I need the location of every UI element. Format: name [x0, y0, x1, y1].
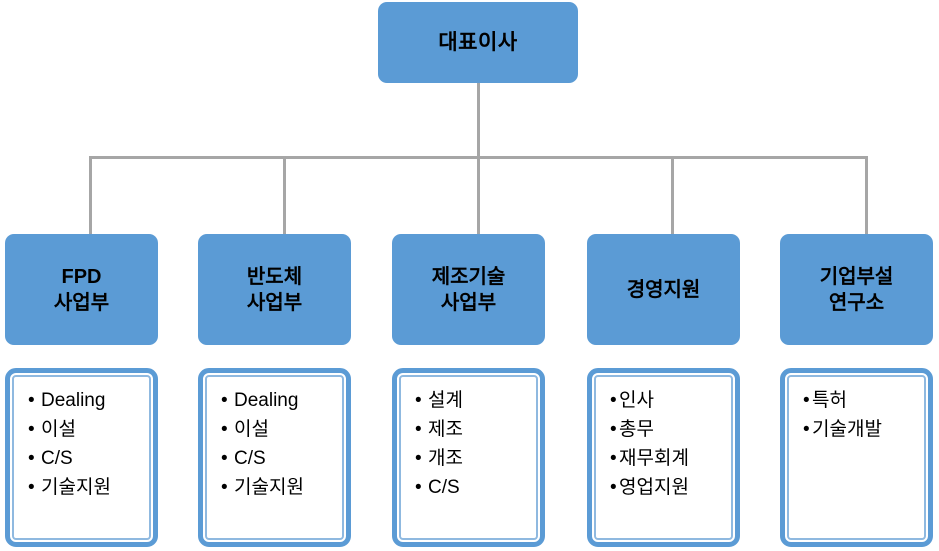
- list-item: • 설계: [401, 387, 536, 416]
- bullet-icon: •: [610, 390, 617, 411]
- detail-box-1-inner: • Dealing • 이설 • C/S • 기술지원: [12, 375, 151, 540]
- list-item: • 기술지원: [207, 474, 342, 503]
- list-item-label: 설계: [428, 390, 463, 411]
- detail-box-3-inner: • 설계 • 제조 • 개조 • C/S: [399, 375, 538, 540]
- list-item-label: C/S: [41, 447, 73, 469]
- connector-drop-1: [89, 156, 92, 234]
- list-item: • Dealing: [207, 387, 342, 416]
- bullet-icon: •: [221, 418, 228, 440]
- list-item-label: 기술개발: [812, 418, 882, 440]
- list-item: • 개조: [401, 445, 536, 474]
- list-item-label: Dealing: [234, 390, 299, 411]
- node-department-1[interactable]: FPD 사업부: [5, 234, 158, 345]
- bullet-icon: •: [803, 390, 810, 411]
- detail-list-4: •인사•총무•재무회계•영업지원: [596, 387, 731, 503]
- connector-drop-3: [477, 156, 480, 234]
- node-ceo-label: 대표이사: [438, 30, 518, 54]
- bullet-icon: •: [415, 418, 422, 440]
- bullet-icon: •: [221, 476, 228, 498]
- node-department-2-label: 반도체 사업부: [246, 265, 303, 314]
- list-item-label: 제조: [428, 418, 463, 440]
- detail-box-2: • Dealing • 이설 • C/S • 기술지원: [198, 368, 351, 547]
- node-department-2[interactable]: 반도체 사업부: [198, 234, 351, 345]
- node-department-4-label: 경영지원: [626, 278, 701, 301]
- list-item: • Dealing: [14, 387, 149, 416]
- node-department-5-label: 기업부설 연구소: [819, 265, 894, 314]
- list-item: •특허: [789, 387, 924, 416]
- list-item-label: Dealing: [41, 390, 106, 411]
- list-item-label: 기술지원: [234, 476, 304, 498]
- detail-box-4: •인사•총무•재무회계•영업지원: [587, 368, 740, 547]
- detail-list-2: • Dealing • 이설 • C/S • 기술지원: [207, 387, 342, 503]
- bullet-icon: •: [610, 447, 617, 469]
- node-department-3-label: 제조기술 사업부: [431, 265, 506, 314]
- list-item: •영업지원: [596, 474, 731, 503]
- bullet-icon: •: [803, 418, 810, 440]
- bullet-icon: •: [610, 476, 617, 498]
- bullet-icon: •: [415, 447, 422, 469]
- list-item: • 이설: [14, 416, 149, 445]
- list-item-label: C/S: [234, 447, 266, 469]
- list-item: •재무회계: [596, 445, 731, 474]
- connector-drop-5: [865, 156, 868, 234]
- bullet-icon: •: [415, 390, 422, 411]
- list-item-label: 이설: [41, 418, 76, 440]
- list-item: • C/S: [207, 445, 342, 474]
- list-item-label: 인사: [619, 390, 654, 411]
- detail-list-1: • Dealing • 이설 • C/S • 기술지원: [14, 387, 149, 503]
- bullet-icon: •: [28, 447, 35, 469]
- node-department-5[interactable]: 기업부설 연구소: [780, 234, 933, 345]
- detail-box-5: •특허•기술개발: [780, 368, 933, 547]
- detail-box-1: • Dealing • 이설 • C/S • 기술지원: [5, 368, 158, 547]
- list-item-label: 기술지원: [41, 476, 111, 498]
- bullet-icon: •: [28, 390, 35, 411]
- connector-ceo-vertical: [477, 83, 480, 158]
- bullet-icon: •: [415, 476, 422, 498]
- node-ceo[interactable]: 대표이사: [378, 2, 578, 83]
- list-item: •기술개발: [789, 416, 924, 445]
- bullet-icon: •: [28, 418, 35, 440]
- list-item: • 이설: [207, 416, 342, 445]
- list-item: •총무: [596, 416, 731, 445]
- node-department-4[interactable]: 경영지원: [587, 234, 740, 345]
- connector-drop-4: [671, 156, 674, 234]
- list-item: • C/S: [401, 474, 536, 503]
- detail-box-2-inner: • Dealing • 이설 • C/S • 기술지원: [205, 375, 344, 540]
- list-item-label: C/S: [428, 476, 460, 498]
- detail-list-5: •특허•기술개발: [789, 387, 924, 445]
- list-item-label: 특허: [812, 390, 847, 411]
- connector-drop-2: [283, 156, 286, 234]
- list-item-label: 총무: [619, 418, 654, 440]
- list-item-label: 재무회계: [619, 447, 689, 469]
- detail-list-3: • 설계 • 제조 • 개조 • C/S: [401, 387, 536, 503]
- bullet-icon: •: [28, 476, 35, 498]
- list-item: • 기술지원: [14, 474, 149, 503]
- list-item-label: 영업지원: [619, 476, 689, 498]
- list-item: •인사: [596, 387, 731, 416]
- bullet-icon: •: [221, 390, 228, 411]
- list-item-label: 이설: [234, 418, 269, 440]
- bullet-icon: •: [610, 418, 617, 440]
- node-department-3[interactable]: 제조기술 사업부: [392, 234, 545, 345]
- node-department-1-label: FPD 사업부: [53, 265, 110, 314]
- list-item-label: 개조: [428, 447, 463, 469]
- detail-box-3: • 설계 • 제조 • 개조 • C/S: [392, 368, 545, 547]
- detail-box-4-inner: •인사•총무•재무회계•영업지원: [594, 375, 733, 540]
- bullet-icon: •: [221, 447, 228, 469]
- detail-box-5-inner: •특허•기술개발: [787, 375, 926, 540]
- list-item: • 제조: [401, 416, 536, 445]
- list-item: • C/S: [14, 445, 149, 474]
